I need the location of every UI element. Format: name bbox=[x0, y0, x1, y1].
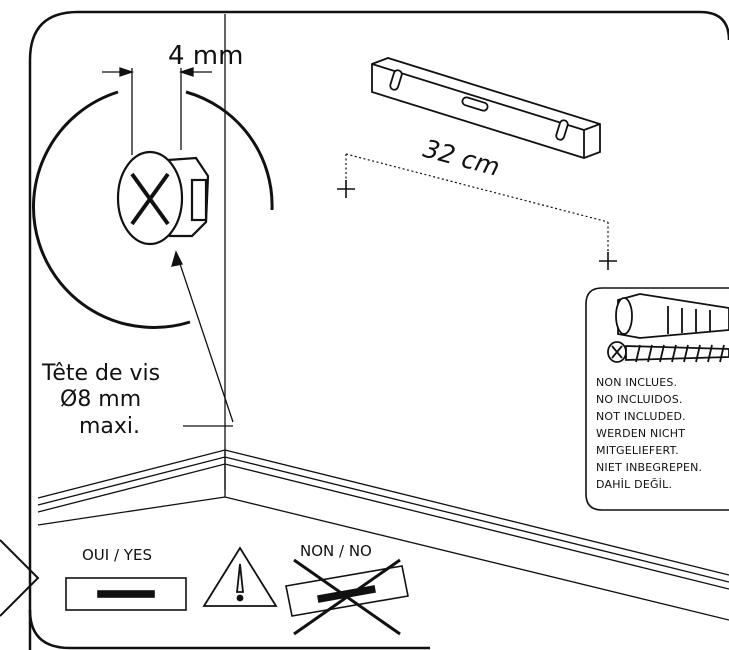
warning-icon bbox=[202, 546, 278, 607]
screw-head-icon bbox=[116, 150, 210, 246]
note-line-3: NOT INCLUDED. bbox=[596, 410, 686, 423]
spacing-label: 32 cm bbox=[420, 134, 503, 182]
head-label-line1: Tête de vis bbox=[41, 361, 160, 386]
screw-detail-arc-left bbox=[31, 90, 191, 330]
panel-frame bbox=[28, 10, 729, 650]
head-label-line3: maxi. bbox=[79, 414, 140, 439]
cross-out-icon bbox=[293, 558, 401, 636]
level-correct-icon bbox=[65, 577, 187, 611]
head-leader bbox=[171, 250, 234, 427]
chevron-right-icon bbox=[0, 539, 40, 617]
screw-detail-arc bbox=[185, 90, 274, 211]
skirting-board bbox=[37, 449, 729, 621]
spacing-dotted bbox=[345, 153, 609, 258]
note-line-1: NON INCLUES. bbox=[596, 376, 677, 389]
note-line-2: NO INCLUIDOS. bbox=[596, 393, 683, 406]
dimension-4mm bbox=[102, 67, 212, 155]
level-wrong-icon bbox=[285, 565, 409, 617]
level-no-label: NON / NO bbox=[300, 542, 372, 560]
wall-plug-icon bbox=[615, 293, 729, 339]
note-line-7: DAHİL DEĞİL. bbox=[596, 478, 672, 491]
panel-frame-bottom bbox=[28, 609, 430, 650]
wall-bracket-rail bbox=[371, 57, 601, 159]
screw-icon bbox=[607, 341, 729, 363]
dimension-4mm-label: 4 mm bbox=[168, 41, 243, 71]
note-line-6: NIET INBEGREPEN. bbox=[596, 461, 702, 474]
level-yes-label: OUI / YES bbox=[82, 546, 152, 564]
head-label-line2: Ø8 mm bbox=[60, 387, 141, 412]
note-line-5: MITGELIEFERT. bbox=[596, 444, 679, 457]
drill-point-marks bbox=[337, 180, 617, 270]
note-line-4: WERDEN NICHT bbox=[596, 427, 685, 440]
